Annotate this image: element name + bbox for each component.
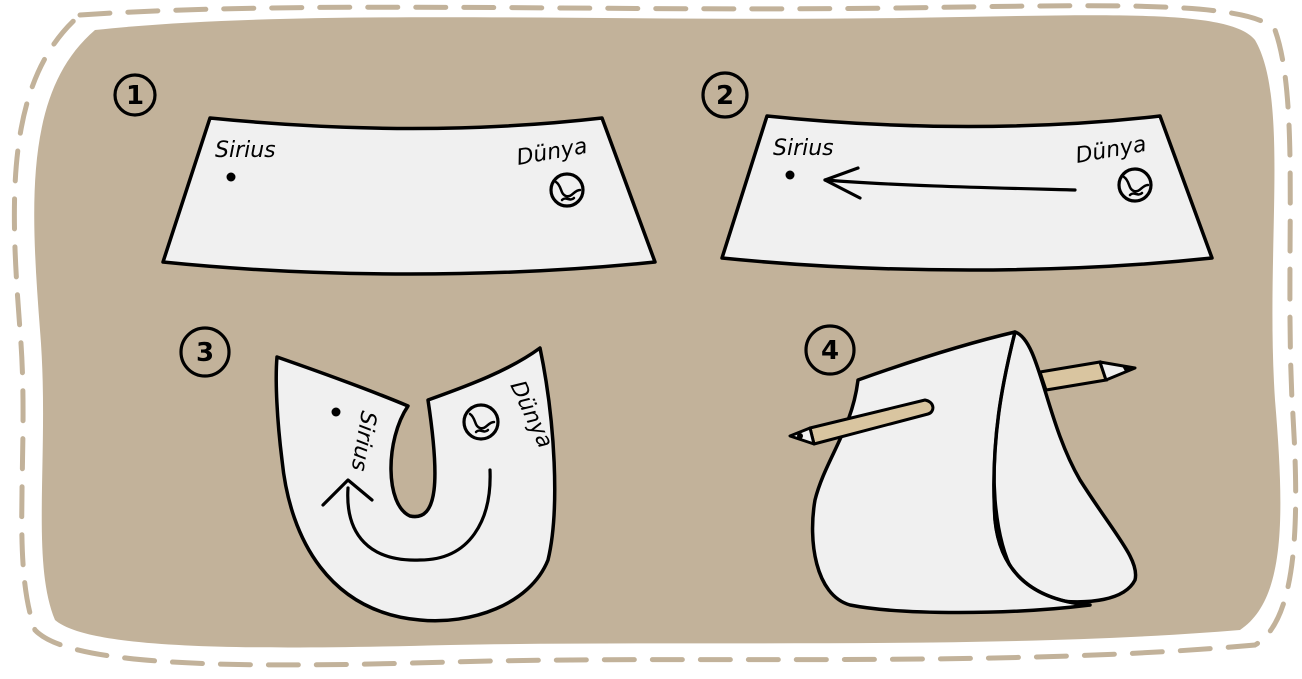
svg-text:2: 2	[716, 81, 734, 111]
sirius-dot-2	[786, 171, 795, 180]
svg-text:1: 1	[126, 81, 144, 111]
sirius-label-1: Sirius	[215, 138, 276, 163]
sirius-dot-1	[227, 173, 236, 182]
svg-text:4: 4	[821, 336, 839, 366]
svg-text:3: 3	[196, 338, 214, 368]
sirius-label-2: Sirius	[773, 136, 834, 161]
sirius-dot-3	[332, 408, 341, 417]
